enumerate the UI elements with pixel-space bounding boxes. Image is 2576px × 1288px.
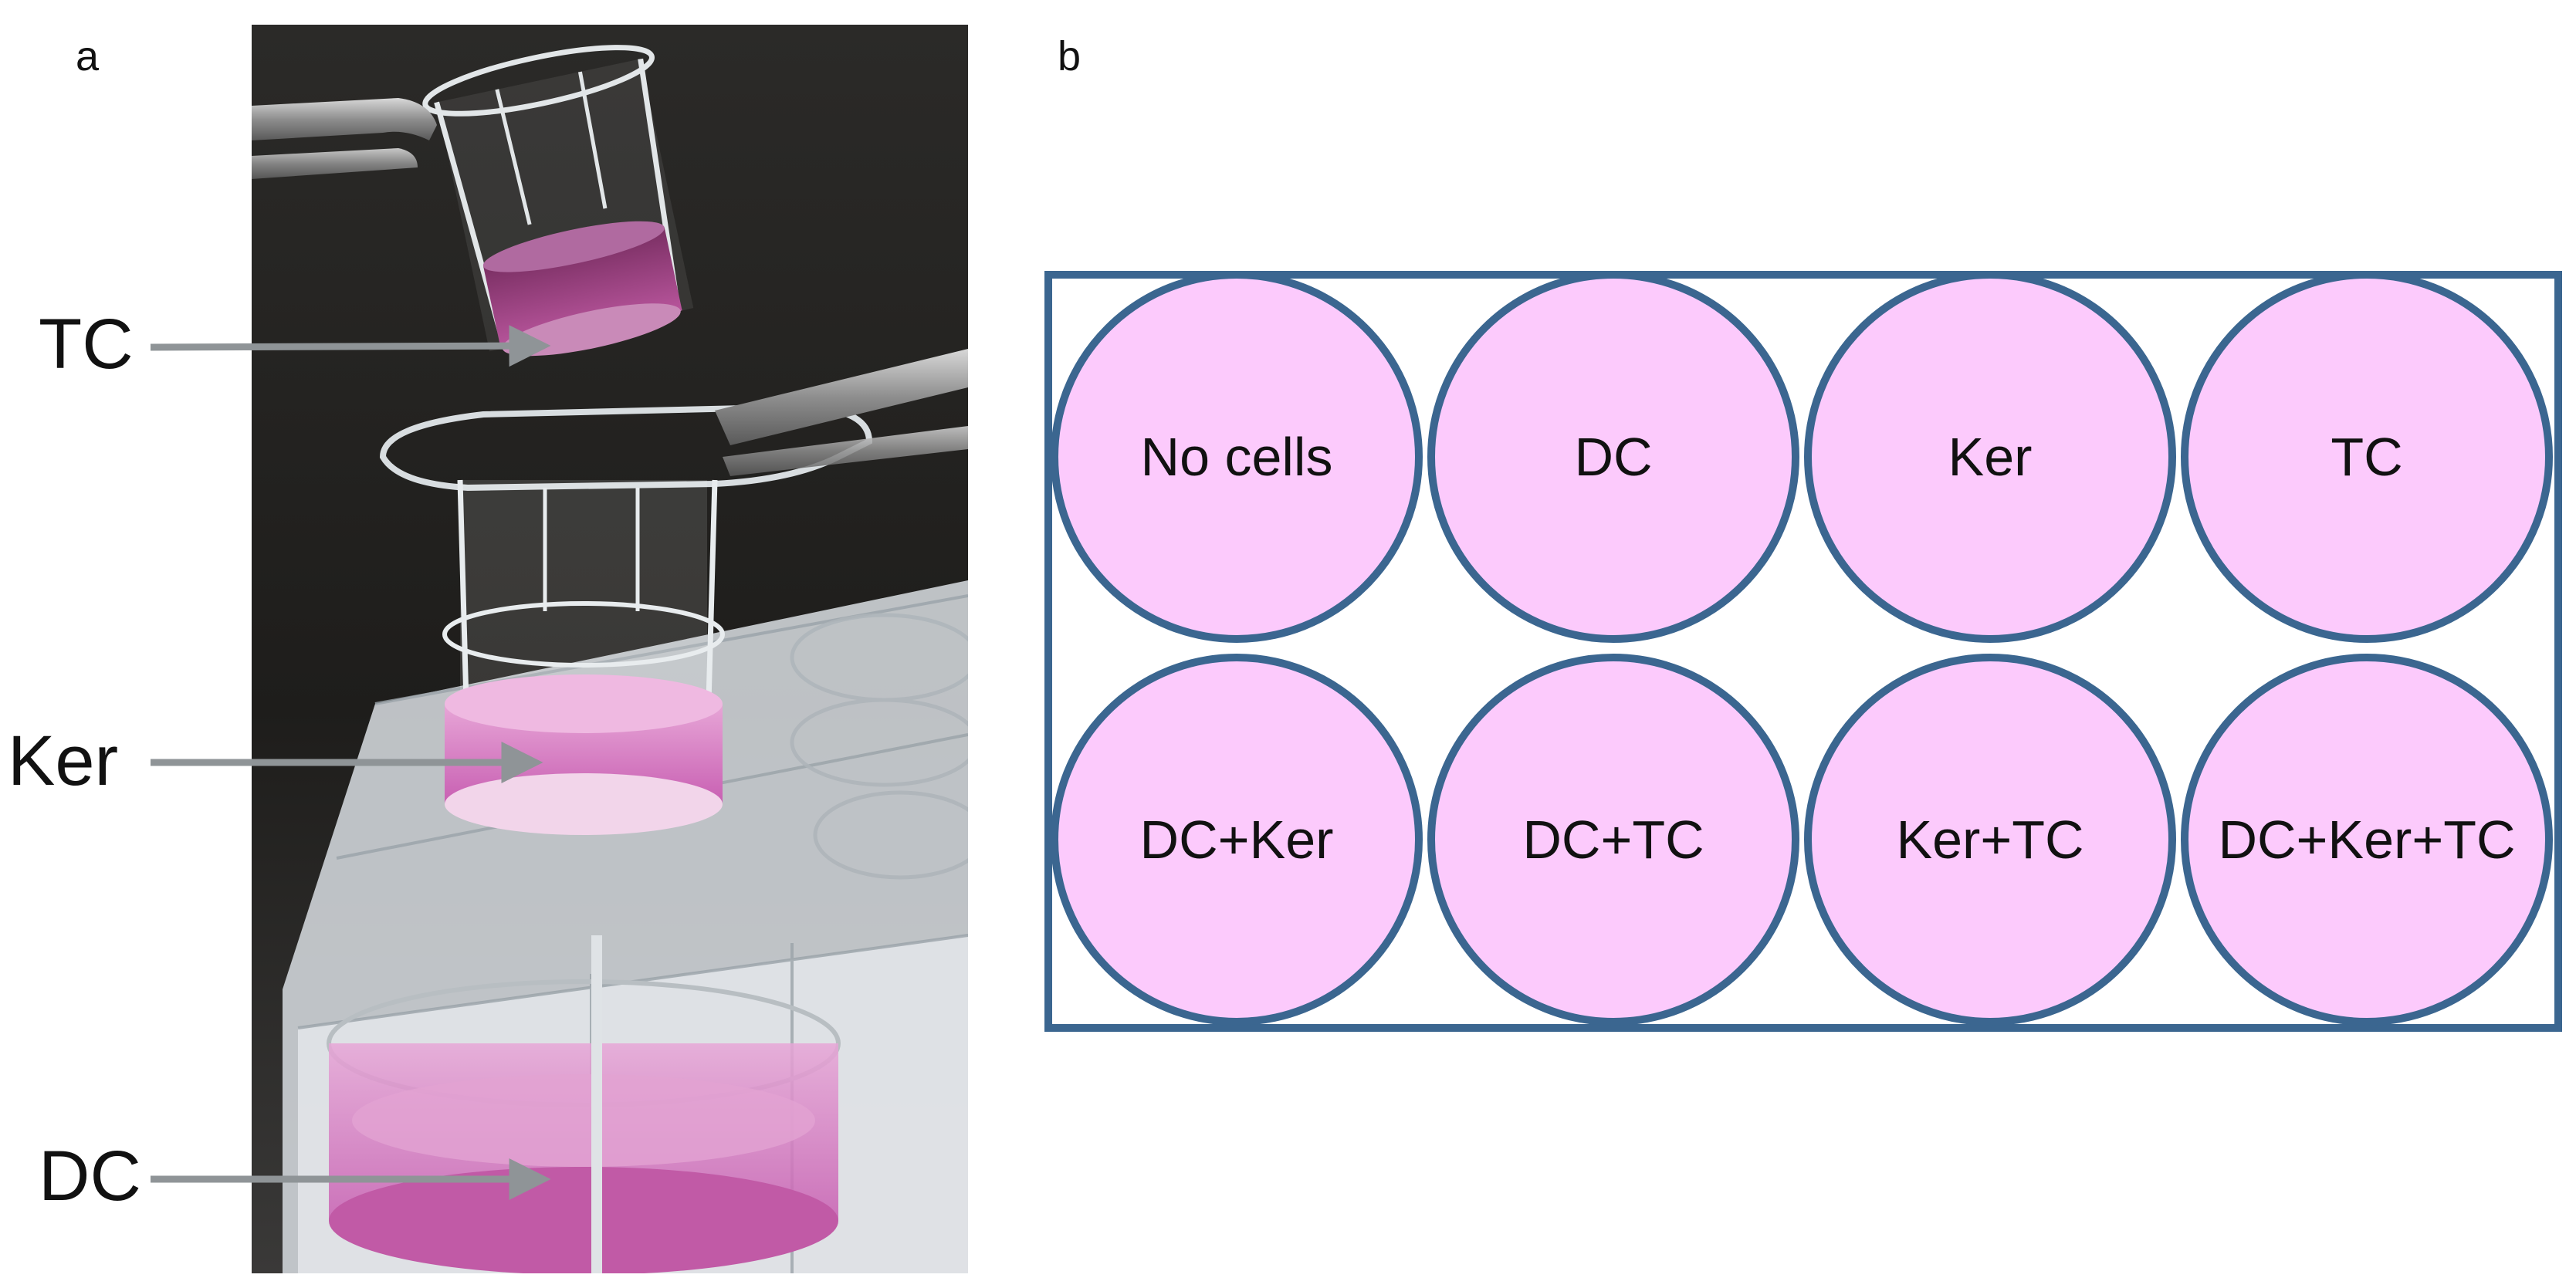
label-ker: Ker [8,722,119,800]
transwell-photo [252,25,968,1273]
panel-label-a: a [76,33,100,79]
well-label: DC+Ker+TC [2218,810,2515,870]
well-4 [2181,271,2553,643]
well-5 [1051,654,1423,1026]
plate-layout: No cells DC Ker TC DC+Ker DC+TC Ker+TC DC+Ker+T… [1044,271,2562,1032]
well-3 [1804,271,2176,643]
well-label: No cells [1141,427,1333,487]
well-label: Ker+TC [1896,810,2083,870]
well-label: DC+TC [1522,810,1704,870]
label-dc: DC [39,1137,141,1215]
well-label: Ker [1948,427,2033,487]
well-6 [1427,654,1799,1026]
label-tc: TC [39,305,134,384]
well-label: DC [1574,427,1652,487]
well-label: TC [2331,427,2402,487]
well-7 [1804,654,2176,1026]
well-1 [1051,271,1423,643]
well-8 [2181,654,2553,1026]
well-2 [1427,271,1799,643]
panel-label-b: b [1058,33,1082,79]
well-label: DC+Ker [1140,810,1334,870]
